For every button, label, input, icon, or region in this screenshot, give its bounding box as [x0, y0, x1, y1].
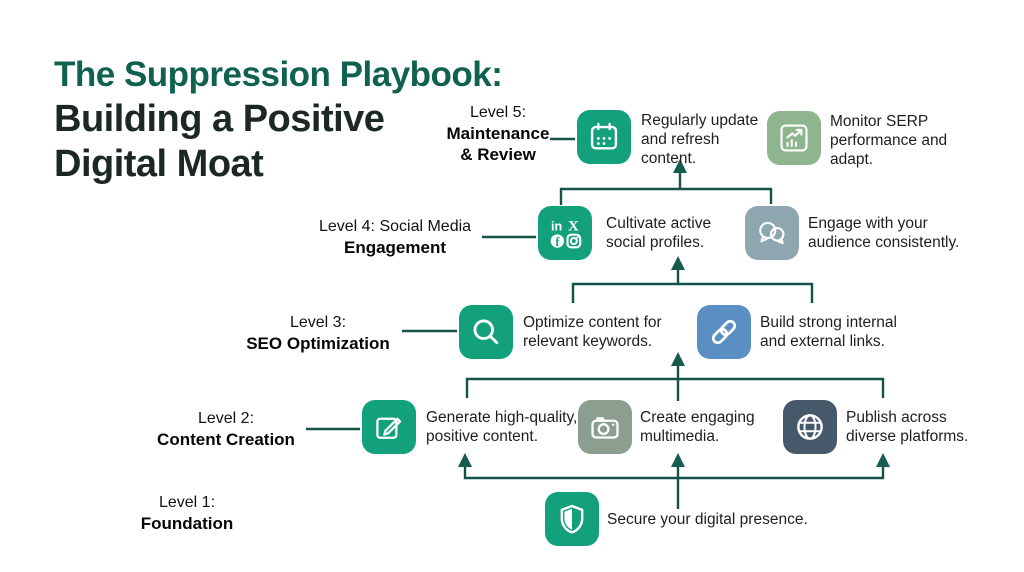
label-level-3-bold-1: SEO Optimization — [246, 334, 390, 353]
item-text: Secure your digital presence. — [607, 511, 808, 528]
facebook-icon: f — [550, 234, 564, 249]
camera-icon-tile — [578, 400, 632, 454]
label-level-2-bold-1: Content Creation — [157, 430, 295, 449]
label-level-5-bold-1: Maintenance — [446, 124, 550, 143]
item-text: Generate high-quality, positive content. — [426, 409, 578, 445]
label-level-4: Level 4: Social Media Engagement — [297, 217, 493, 258]
bar-chart-icon-tile — [767, 111, 821, 165]
shield-icon-tile — [545, 492, 599, 546]
arrow-up-l3 — [671, 352, 685, 366]
arrow-up-l4 — [671, 256, 685, 270]
label-level-5-prefix: Level 5: — [469, 104, 527, 121]
label-level-4-prefix: Level 4: Social Media — [318, 218, 472, 235]
instagram-icon — [566, 233, 582, 249]
label-level-3-prefix: Level 3: — [289, 314, 347, 331]
label-level-4-bold-1: Engagement — [343, 238, 447, 257]
label-level-1-bold-1: Foundation — [140, 514, 234, 533]
search-icon — [473, 319, 499, 345]
page-title: The Suppression Playbook: Building a Pos… — [54, 52, 503, 187]
bracket-l2-l3 — [465, 377, 885, 398]
globe-icon-tile — [783, 400, 837, 454]
label-level-5-bold-2: & Review — [460, 145, 536, 164]
bar-chart-icon — [780, 124, 808, 152]
social-networks-icon-tile: in X f — [538, 206, 592, 260]
label-level-2: Level 2: Content Creation — [133, 409, 319, 450]
arrow-up-l2-center — [671, 453, 685, 467]
bracket-l3-l4 — [571, 282, 814, 303]
item-text: Engage with your audience consistently. — [808, 215, 960, 251]
globe-icon — [797, 414, 823, 440]
item-text: Regularly update and refresh content. — [641, 112, 759, 167]
link-icon-tile — [697, 305, 751, 359]
bus-l1-l2 — [463, 466, 885, 480]
label-level-1: Level 1: Foundation — [94, 493, 280, 534]
label-level-3: Level 3: SEO Optimization — [225, 313, 411, 354]
link-icon — [711, 319, 737, 345]
item-text: Optimize content for relevant keywords. — [523, 314, 662, 350]
calendar-icon-tile — [577, 110, 631, 164]
linkedin-icon: in — [551, 219, 562, 233]
label-level-2-prefix: Level 2: — [197, 410, 255, 427]
x-icon: X — [568, 219, 579, 235]
arrow-up-l5 — [673, 159, 687, 173]
label-level-1-prefix: Level 1: — [158, 494, 216, 511]
item-text: Build strong internal and external links… — [760, 314, 897, 350]
item-text: Monitor SERP performance and adapt. — [830, 113, 948, 168]
camera-icon — [591, 417, 619, 439]
arrow-up-l2-left — [458, 453, 472, 467]
label-level-5: Level 5: Maintenance & Review — [422, 103, 574, 165]
item-text: Publish across diverse platforms. — [846, 409, 969, 445]
edit-icon — [376, 417, 402, 439]
shield-icon — [560, 504, 584, 534]
chat-bubbles-icon — [759, 221, 785, 245]
title-line-1: The Suppression Playbook: — [54, 55, 503, 94]
arrow-up-l2-right — [876, 453, 890, 467]
search-icon-tile — [459, 305, 513, 359]
svg-text:f: f — [555, 235, 560, 249]
social-networks-icon: in X f — [550, 219, 582, 249]
edit-icon-tile — [362, 400, 416, 454]
title-line-3: Digital Moat — [54, 143, 264, 185]
item-text: Cultivate active social profiles. — [606, 215, 712, 251]
item-text: Create engaging multimedia. — [640, 409, 755, 445]
title-line-2: Building a Positive — [54, 98, 385, 140]
calendar-icon — [590, 122, 618, 150]
chat-bubbles-icon-tile — [745, 206, 799, 260]
bracket-l4-l5 — [559, 187, 773, 205]
